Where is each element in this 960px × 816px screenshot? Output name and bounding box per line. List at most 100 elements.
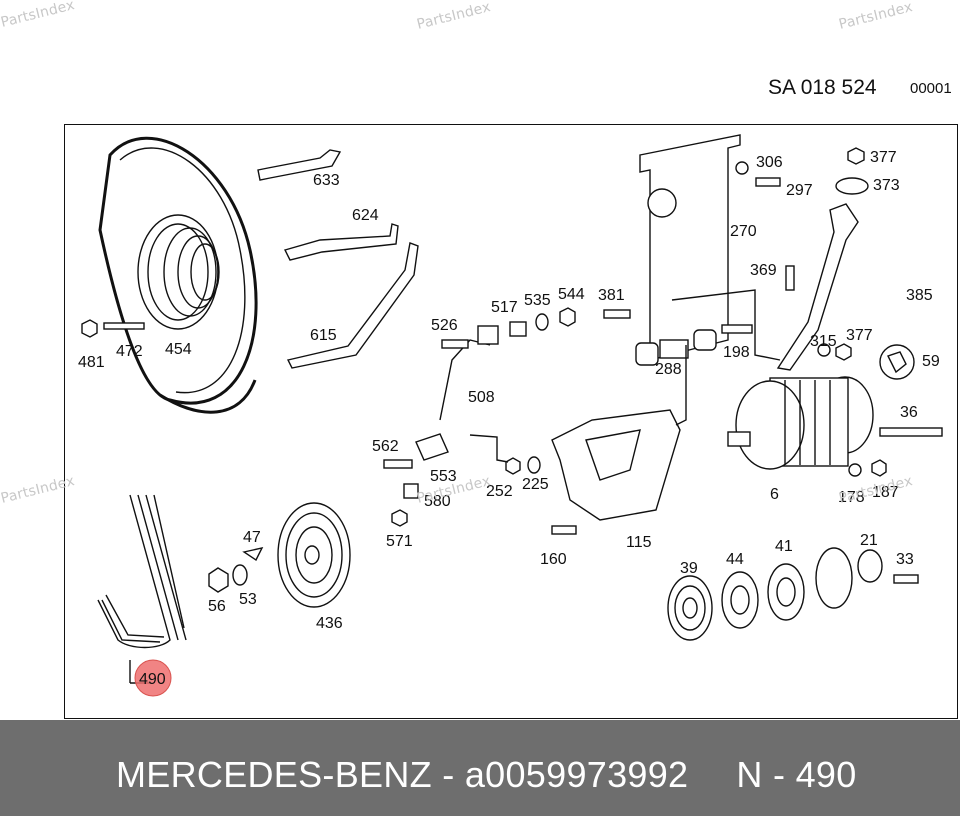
label-56: 56 — [208, 598, 226, 615]
label-526: 526 — [431, 317, 458, 334]
washer-535 — [535, 313, 549, 331]
label-377: 377 — [870, 149, 897, 166]
v-ribbed-belt-490 — [97, 494, 187, 684]
nut-544 — [559, 307, 576, 327]
plate-hole — [647, 188, 677, 218]
label-615: 615 — [310, 327, 337, 344]
leader-line — [675, 345, 687, 426]
label-535: 535 — [524, 292, 551, 309]
label-270: 270 — [730, 223, 757, 240]
label-472: 472 — [116, 343, 143, 360]
footer-brand: MERCEDES-BENZ — [116, 754, 432, 795]
screw-33 — [893, 574, 919, 584]
bearing-39 — [667, 575, 713, 641]
bracket-633 — [257, 149, 342, 181]
label-39: 39 — [680, 560, 698, 577]
nut-571 — [391, 509, 408, 527]
bushing-288a — [635, 342, 659, 366]
label-198: 198 — [723, 344, 750, 361]
label-6: 6 — [770, 486, 779, 503]
label-178: 178 — [838, 489, 865, 506]
bolt-369 — [785, 265, 795, 291]
label-252: 252 — [486, 483, 513, 500]
washer-44 — [721, 571, 759, 629]
bracket-615 — [286, 242, 419, 369]
label-306: 306 — [756, 154, 783, 171]
label-490[interactable]: 490 — [139, 671, 166, 688]
bracket-624 — [283, 223, 399, 261]
bolt-381 — [603, 309, 631, 319]
bushing-21 — [857, 549, 883, 583]
bolt-526 — [441, 339, 469, 349]
washer-178 — [848, 463, 862, 477]
nut-377b — [835, 343, 852, 361]
stud-580 — [403, 483, 419, 499]
footer-part-number: a0059973992 — [464, 754, 689, 795]
label-297: 297 — [786, 182, 813, 199]
exploded-diagram: 633 624 615 481 472 454 306 297 270 377 … — [78, 134, 943, 697]
idler-pulley-436 — [277, 502, 351, 608]
label-381: 381 — [598, 287, 625, 304]
diagram-code: SA 018 524 — [768, 76, 877, 99]
label-53: 53 — [239, 591, 257, 608]
label-41: 41 — [775, 538, 793, 555]
diagram-sheet-number: 00001 — [910, 80, 952, 97]
leader-line — [671, 289, 781, 361]
label-33: 33 — [896, 551, 914, 568]
alternator-6 — [727, 376, 874, 470]
nut-56 — [208, 567, 229, 593]
label-21: 21 — [860, 532, 878, 549]
label-315: 315 — [810, 333, 837, 350]
label-160: 160 — [540, 551, 567, 568]
label-288: 288 — [655, 361, 682, 378]
nut-377 — [847, 147, 865, 165]
label-369: 369 — [750, 262, 777, 279]
washer-225 — [527, 456, 541, 474]
bushing-517 — [477, 325, 499, 345]
bushing-288b — [659, 339, 689, 359]
label-580: 580 — [424, 493, 451, 510]
label-571: 571 — [386, 533, 413, 550]
wrench-glyph — [887, 351, 907, 374]
pulley-guard-ring — [98, 136, 258, 414]
nut-481 — [81, 319, 98, 338]
ring-gasket — [815, 547, 853, 609]
label-377b: 377 — [846, 327, 873, 344]
nut-252 — [505, 457, 521, 475]
footer-separator: - — [431, 754, 465, 795]
bolt-297 — [755, 177, 781, 187]
washer-373 — [835, 177, 869, 195]
bolt-198 — [721, 324, 753, 334]
bolt-36 — [879, 427, 943, 437]
washer-315 — [817, 343, 831, 357]
key-47 — [242, 546, 264, 562]
pulley-41 — [767, 563, 805, 621]
label-562: 562 — [372, 438, 399, 455]
label-481: 481 — [78, 354, 105, 371]
label-187: 187 — [872, 484, 899, 501]
bolt-472 — [103, 322, 145, 330]
highlight-marker — [134, 659, 172, 697]
spacer-517 — [509, 321, 527, 337]
footer-bar — [0, 720, 960, 816]
label-385: 385 — [906, 287, 933, 304]
crankshaft-pulley-454 — [137, 214, 220, 330]
label-36: 36 — [900, 404, 918, 421]
nut-187 — [871, 459, 887, 477]
clamp-553 — [415, 433, 449, 461]
bushing-288c — [693, 329, 717, 351]
label-373: 373 — [873, 177, 900, 194]
bolt-562 — [383, 459, 413, 469]
label-517: 517 — [491, 299, 518, 316]
carrier-detail — [585, 429, 641, 481]
label-59: 59 — [922, 353, 940, 370]
label-436: 436 — [316, 615, 343, 632]
label-544: 544 — [558, 286, 585, 303]
washer-53 — [232, 564, 248, 586]
label-115: 115 — [626, 534, 652, 551]
carrier-115 — [551, 409, 681, 521]
leader-line — [469, 434, 509, 463]
label-553: 553 — [430, 468, 457, 485]
